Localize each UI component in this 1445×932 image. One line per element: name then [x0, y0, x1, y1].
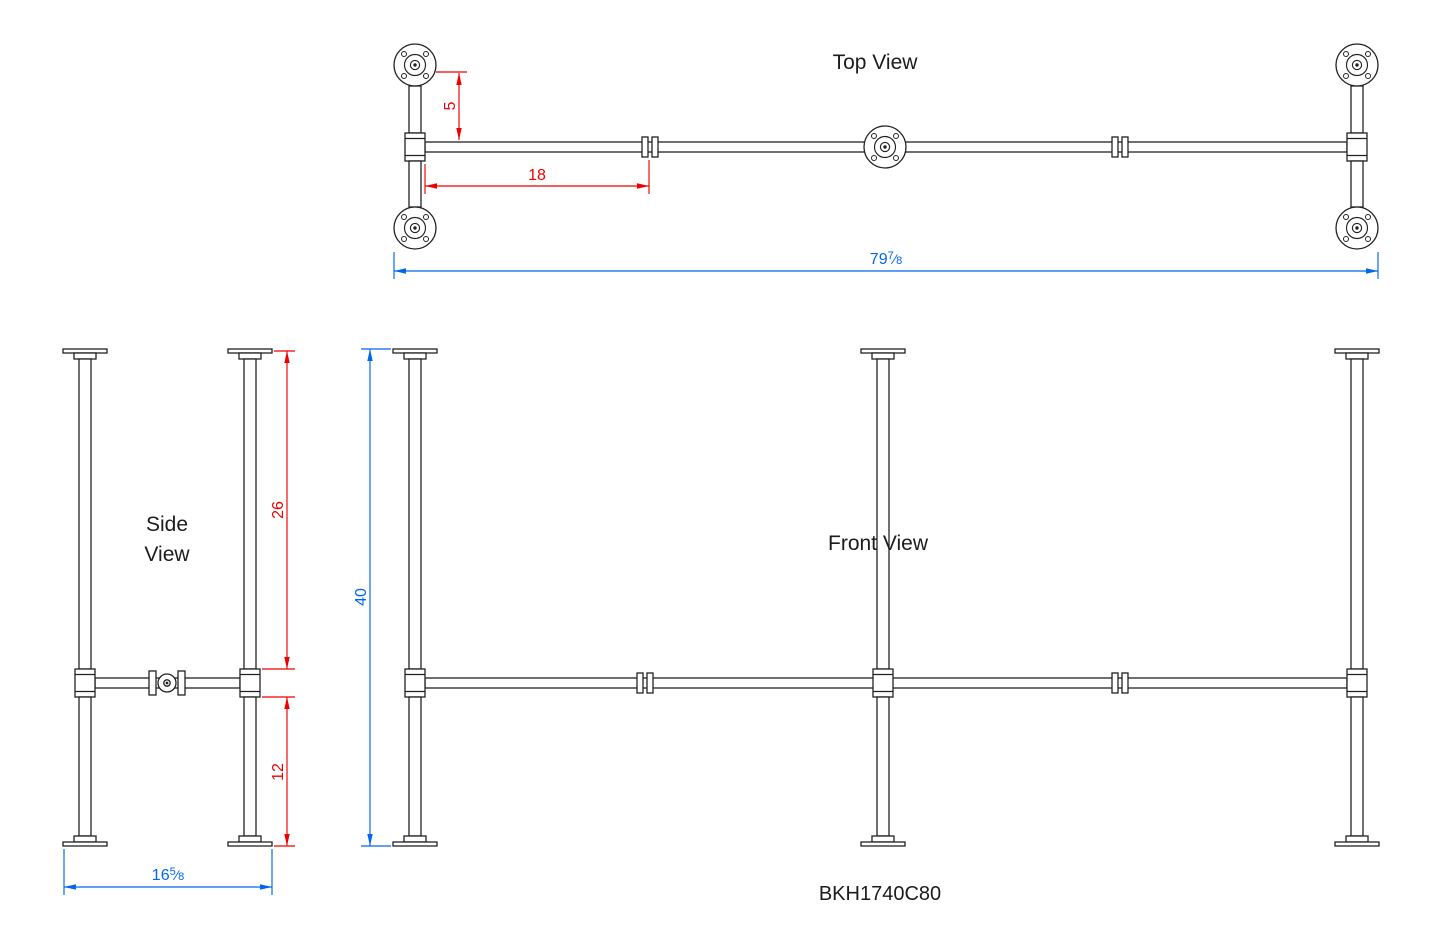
dim-side-upper-height-text: 26	[270, 501, 287, 519]
dim-side-width-numerator: 5	[170, 866, 176, 878]
dim-overall-width-slash: ⁄	[891, 251, 899, 267]
side-view-title-line2: View	[144, 543, 190, 566]
dim-front-height-text: 40	[353, 588, 370, 606]
dim-overall-width-numerator: 7	[888, 250, 894, 262]
dim-top-leg-inset: 18	[424, 160, 650, 194]
part-number: BKH1740C80	[819, 883, 941, 905]
dim-side-width-text: 165⁄8	[152, 866, 184, 884]
side-view: Side View 26 12 165⁄8	[62, 348, 295, 895]
dim-overall-width: 797⁄8	[393, 250, 1379, 279]
front-view-title: Front View	[828, 532, 929, 555]
top-view: Top View 5 18 797⁄8	[394, 44, 1378, 279]
dim-side-width: 165⁄8	[63, 849, 273, 895]
dim-top-flange-offset: 5	[436, 71, 467, 140]
dim-side-width-denominator: 8	[178, 871, 184, 883]
dim-side-width-slash: ⁄	[173, 867, 181, 883]
dim-side-lower-height: 12	[262, 696, 295, 847]
dim-top-flange-offset-text: 5	[442, 101, 459, 110]
dim-front-height: 40	[353, 348, 391, 847]
top-view-center-flange	[863, 125, 907, 169]
top-view-title: Top View	[833, 51, 919, 74]
dim-side-width-whole: 16	[152, 867, 170, 884]
dim-overall-width-whole: 79	[870, 251, 888, 268]
dim-side-lower-height-text: 12	[270, 763, 287, 781]
dim-overall-width-text: 797⁄8	[870, 250, 902, 268]
dim-side-upper-height: 26	[262, 350, 295, 670]
dim-overall-width-denominator: 8	[896, 255, 902, 267]
front-view: Front View 40	[353, 348, 1380, 847]
side-view-title-line1: Side	[146, 513, 188, 536]
dim-top-leg-inset-text: 18	[528, 167, 546, 184]
side-view-center-fitting	[148, 670, 186, 696]
